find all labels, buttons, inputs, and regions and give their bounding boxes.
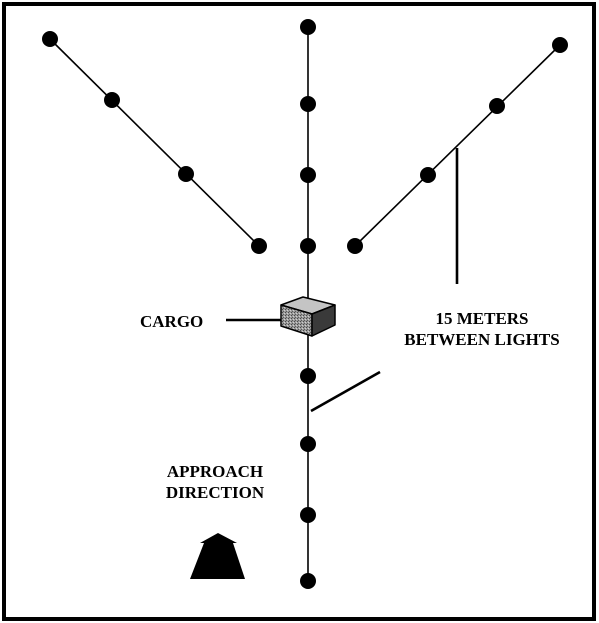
approach-label-line-1: APPROACH bbox=[166, 462, 264, 481]
light-center-1 bbox=[300, 19, 316, 35]
right-arm-line bbox=[354, 44, 561, 247]
approach-arrow-icon bbox=[190, 533, 245, 579]
light-left-4 bbox=[251, 238, 267, 254]
cargo-box-icon bbox=[280, 296, 336, 337]
light-right-4 bbox=[347, 238, 363, 254]
light-right-1 bbox=[552, 37, 568, 53]
light-center-5 bbox=[300, 368, 316, 384]
light-left-3 bbox=[178, 166, 194, 182]
light-center-8 bbox=[300, 573, 316, 589]
light-left-2 bbox=[104, 92, 120, 108]
approach-direction-label: APPROACH DIRECTION bbox=[150, 461, 280, 503]
pointer-lines bbox=[226, 148, 459, 413]
light-center-6 bbox=[300, 436, 316, 452]
light-right-2 bbox=[489, 98, 505, 114]
spacing-label-line-2: BETWEEN LIGHTS bbox=[404, 330, 560, 349]
light-center-4 bbox=[300, 238, 316, 254]
light-center-2 bbox=[300, 96, 316, 112]
light-left-1 bbox=[42, 31, 58, 47]
cargo-label: CARGO bbox=[140, 312, 204, 331]
spacing-pointer-lower bbox=[310, 370, 381, 413]
lights bbox=[42, 19, 568, 589]
spacing-label: 15 METERS BETWEEN LIGHTS bbox=[382, 308, 582, 350]
light-right-3 bbox=[420, 167, 436, 183]
left-arm-line bbox=[49, 38, 260, 247]
approach-label-line-2: DIRECTION bbox=[165, 483, 265, 502]
light-center-7 bbox=[300, 507, 316, 523]
spacing-label-line-1: 15 METERS bbox=[435, 309, 529, 328]
light-center-3 bbox=[300, 167, 316, 183]
